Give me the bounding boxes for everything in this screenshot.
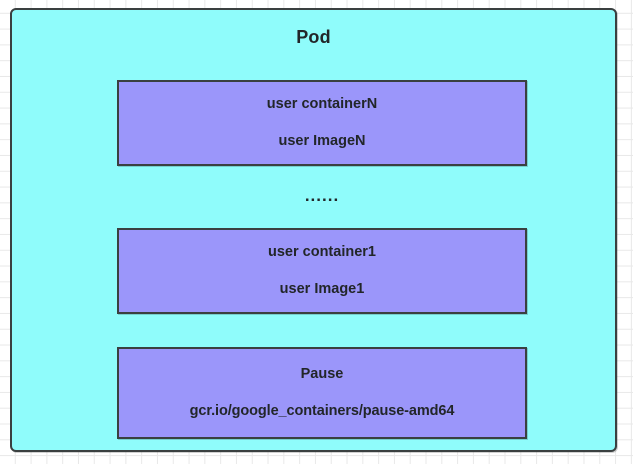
- pod-boundary-box[interactable]: Pod user containerN user ImageN ...... u…: [10, 8, 617, 452]
- pod-title-label: Pod: [296, 27, 331, 47]
- container-box-user-containerN[interactable]: user containerN user ImageN: [117, 80, 527, 166]
- container-box-user-container1[interactable]: user container1 user Image1: [117, 228, 527, 314]
- ellipsis-label: ......: [304, 186, 340, 205]
- container-image-label: gcr.io/google_containers/pause-amd64: [189, 403, 455, 419]
- container-name-label: user containerN: [266, 95, 378, 112]
- container-box-pause[interactable]: Pause gcr.io/google_containers/pause-amd…: [117, 347, 527, 439]
- container-image-label: user ImageN: [278, 133, 366, 149]
- container-name-label: user container1: [268, 243, 376, 260]
- container-name-label: Pause: [300, 365, 344, 382]
- container-image-label: user Image1: [279, 281, 365, 297]
